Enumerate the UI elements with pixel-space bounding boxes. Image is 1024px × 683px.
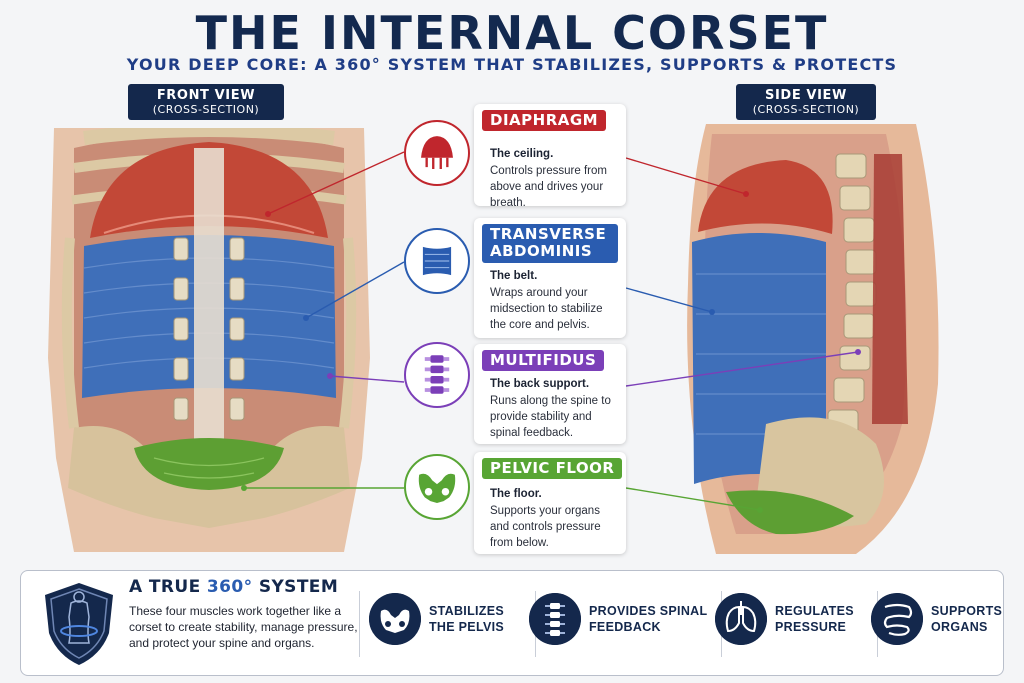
system-heading: A TRUE 360° SYSTEM — [129, 577, 338, 597]
pelvis-icon — [369, 593, 421, 645]
card-transverse-abdominis-body: Wraps around your midsection to stabiliz… — [490, 287, 603, 331]
rib-cage — [83, 128, 335, 145]
diaphragm-icon — [404, 120, 470, 186]
spine-column — [173, 237, 245, 421]
pelvis-icon — [404, 454, 470, 520]
system-description: These four muscles work together like a … — [129, 604, 358, 651]
side-view-caption: (CROSS-SECTION) — [752, 103, 860, 116]
card-multifidus-body: Runs along the spine to provide stabilit… — [490, 395, 611, 439]
card-pelvic-floor-body: Supports your organs and controls pressu… — [490, 505, 601, 549]
spine-icon — [529, 593, 581, 645]
card-transverse-abdominis-lead: The belt. — [490, 270, 538, 282]
linea-alba — [194, 148, 224, 478]
side-view-illustration — [687, 124, 939, 554]
card-diaphragm-body: Controls pressure from above and drives … — [490, 165, 607, 209]
side-view-title: SIDE VIEW — [765, 88, 847, 103]
system-heading-prefix: A TRUE — [129, 577, 207, 597]
page-title: THE INTERNAL CORSET — [195, 6, 829, 60]
card-pelvic-floor-title: PELVIC FLOOR — [482, 458, 623, 480]
front-view-label: FRONT VIEW (CROSS-SECTION) — [128, 84, 284, 120]
intestines-icon — [871, 593, 923, 645]
card-multifidus: MULTIFIDUS The back support. Runs along … — [474, 344, 626, 444]
side-multifidus — [872, 154, 908, 424]
side-view-label: SIDE VIEW (CROSS-SECTION) — [736, 84, 876, 120]
card-diaphragm-lead: The ceiling. — [490, 148, 554, 160]
card-multifidus-lead: The back support. — [490, 378, 590, 390]
card-pelvic-floor-lead: The floor. — [490, 488, 542, 500]
card-pelvic-floor: PELVIC FLOOR The floor. Supports your or… — [474, 452, 626, 554]
system-heading-accent: 360° — [206, 577, 253, 597]
shield-torso-icon — [45, 583, 113, 665]
divider — [359, 591, 360, 657]
system-summary-panel: A TRUE 360° SYSTEM These four muscles wo… — [20, 570, 1004, 676]
card-diaphragm-title: DIAPHRAGM — [482, 110, 607, 132]
front-view-caption: (CROSS-SECTION) — [152, 103, 260, 116]
card-diaphragm: DIAPHRAGM The ceiling. Controls pressure… — [474, 104, 626, 209]
card-multifidus-title: MULTIFIDUS — [482, 350, 605, 372]
spine-icon — [404, 342, 470, 408]
card-transverse-abdominis-title: TRANSVERSE ABDOMINIS — [482, 224, 618, 263]
page-subtitle: YOUR DEEP CORE: A 360° SYSTEM THAT STABI… — [126, 55, 898, 74]
lungs-icon — [715, 593, 767, 645]
pelvic-floor-muscle — [134, 438, 284, 490]
front-view-illustration — [48, 128, 370, 552]
front-view-title: FRONT VIEW — [156, 88, 256, 103]
card-transverse-abdominis: TRANSVERSE ABDOMINIS The belt. Wraps aro… — [474, 218, 626, 338]
belt-icon — [404, 228, 470, 294]
system-heading-suffix: SYSTEM — [252, 577, 339, 597]
